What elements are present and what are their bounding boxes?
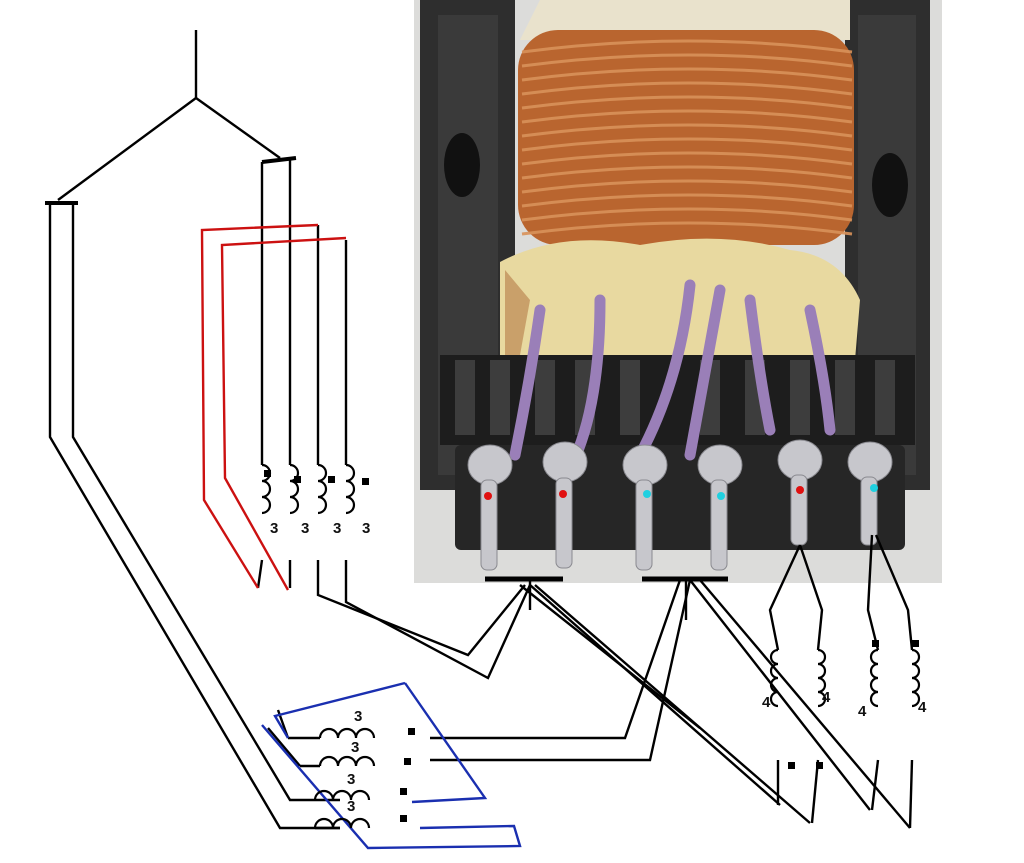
pin-1 <box>480 479 498 571</box>
winding-a2-turns: 3 <box>301 520 309 537</box>
copper-coil <box>518 30 854 245</box>
pin-dot-red-5 <box>796 486 804 494</box>
winding-a1-turns: 3 <box>270 520 278 537</box>
winding-c4-coil <box>911 648 921 708</box>
winding-labels: 3 3 3 3 3 3 3 3 4 4 4 4 <box>270 520 927 815</box>
transformer-photo <box>414 0 942 583</box>
winding-b4-coil <box>313 817 371 829</box>
winding-b1-turns: 3 <box>354 708 362 725</box>
glue-blob-left <box>444 133 480 197</box>
coil-symbols <box>261 463 921 829</box>
winding-b1-coil <box>318 727 376 739</box>
pin-1-solder <box>467 444 513 486</box>
winding-b4-turns: 3 <box>347 798 355 815</box>
insulation-tape <box>500 238 860 360</box>
glue-blob-right <box>872 153 908 217</box>
winding-a4-coil <box>345 463 356 515</box>
red-wire-pair <box>200 223 347 591</box>
winding-a2-coil <box>289 463 300 515</box>
pin-4-solder <box>697 444 743 486</box>
pin-6-solder <box>847 441 893 483</box>
pin-dot-red-1 <box>484 492 492 500</box>
winding-c4-turns: 4 <box>918 699 927 716</box>
winding-b2-coil <box>318 755 376 767</box>
winding-c1-turns: 4 <box>762 694 771 711</box>
winding-a3-turns: 3 <box>333 520 341 537</box>
polarity-dots <box>264 470 919 822</box>
pin-5 <box>790 474 808 546</box>
winding-a4-turns: 3 <box>362 520 370 537</box>
pin-2 <box>555 477 573 569</box>
winding-b3-coil <box>313 789 371 801</box>
pin-2-solder <box>542 441 588 483</box>
pins <box>467 439 893 571</box>
pin-6 <box>860 476 878 546</box>
wire-leads <box>509 279 836 464</box>
winding-c2-coil <box>817 648 827 708</box>
winding-c3-turns: 4 <box>858 703 867 720</box>
pin-dot-cyan-6 <box>870 484 878 492</box>
pin-dot-cyan-3 <box>643 490 651 498</box>
pin-3-solder <box>622 444 668 486</box>
winding-c1-coil <box>769 648 779 708</box>
pin-dot-cyan-4 <box>717 492 725 500</box>
bobbin-lower-plate <box>455 445 905 550</box>
winding-c3-coil <box>869 648 879 708</box>
black-wiring <box>45 30 914 830</box>
pin-3 <box>635 479 653 571</box>
pin-dot-red-2 <box>559 490 567 498</box>
winding-b3-turns: 3 <box>347 771 355 788</box>
coil-turns <box>521 39 853 236</box>
blue-wire-loop <box>261 681 522 850</box>
pin-4 <box>710 479 728 571</box>
winding-b2-turns: 3 <box>351 739 359 756</box>
torn-paper <box>505 270 530 360</box>
winding-c2-turns: 4 <box>822 689 831 706</box>
winding-a3-coil <box>317 463 328 515</box>
pin-5-solder <box>777 439 823 481</box>
